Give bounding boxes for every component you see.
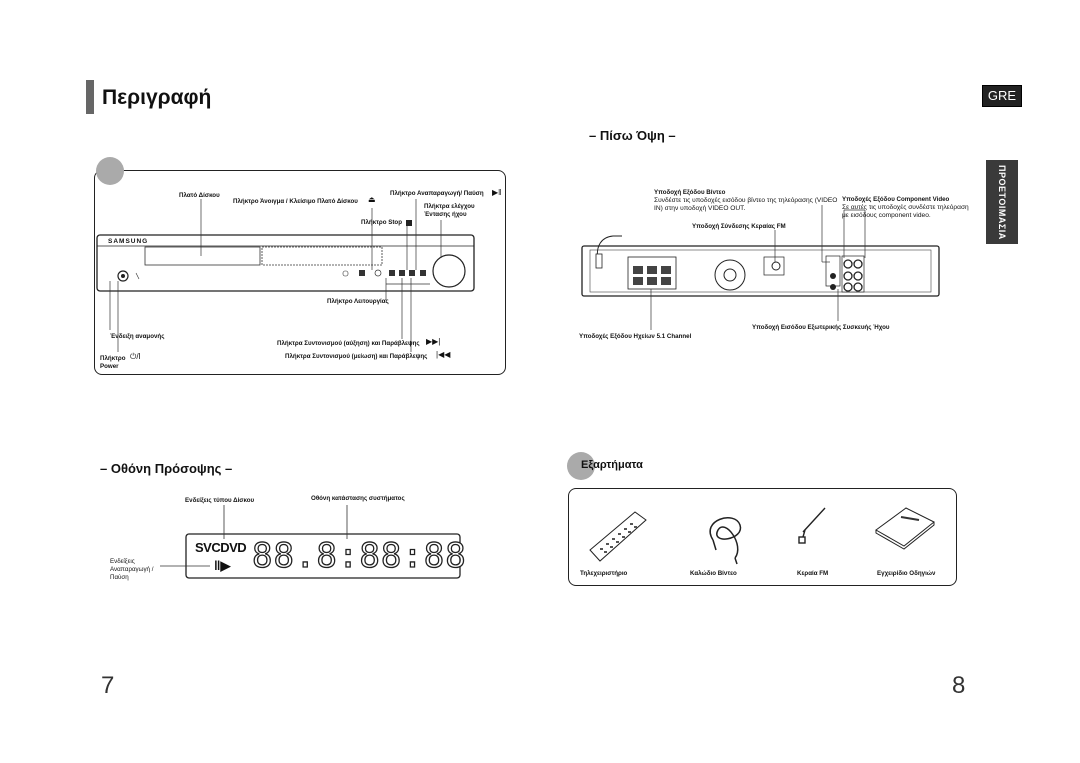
- accessory-label-manual: Εγχειρίδιο Οδηγιών: [877, 570, 936, 577]
- label-tuning-down: Πλήκτρα Συντονισμού (μείωση) και Παράβλε…: [285, 353, 428, 360]
- label-status: Οθόνη κατάστασης συστήματος: [311, 495, 405, 502]
- label-video-out-desc-1: Συνδέστε τις υποδοχές εισόδου βίντεο της…: [654, 197, 838, 204]
- label-power-2: Power: [100, 363, 119, 370]
- label-standby: Ένδειξη αναμονής: [110, 333, 165, 340]
- accessories-box: [568, 488, 957, 586]
- label-stop: Πλήκτρο Stop: [361, 219, 402, 226]
- rear-view-title: – Πίσω Όψη –: [589, 128, 676, 143]
- accessory-label-fm-antenna: Κεραία FM: [797, 570, 829, 577]
- label-component-title: Υποδοχές Εξόδου Component Video: [842, 196, 950, 203]
- manual-icon: [875, 507, 935, 550]
- label-fm: Υποδοχή Σύνδεσης Κεραίας FM: [692, 223, 786, 230]
- remote-control-icon: [589, 511, 647, 562]
- segment-display: 88.8:88:88: [251, 535, 467, 576]
- eject-icon: ⏏: [368, 195, 376, 204]
- fm-antenna-icon: [798, 507, 826, 544]
- accessories-title: Εξαρτήματα: [581, 459, 643, 471]
- skip-previous-icon: |◀◀: [436, 350, 451, 359]
- stop-icon: [406, 220, 412, 226]
- disc-type-indicator: SVCDVD: [195, 540, 247, 555]
- label-aux: Υποδοχή Εισόδου Εξωτερικής Συσκευής Ήχου: [752, 324, 890, 331]
- section-circle-marker: [96, 157, 124, 185]
- label-playpause-1: Ενδείξεις: [110, 558, 135, 565]
- label-tuning-up: Πλήκτρα Συντονισμού (αύξηση) και Παράβλε…: [277, 340, 420, 347]
- label-component-desc-2: με εισόδους component video.: [842, 212, 931, 219]
- label-disc-tray: Πλατό Δίσκου: [179, 192, 220, 199]
- label-video-out-desc-2: IN) στην υποδοχή VIDEO OUT.: [654, 205, 746, 212]
- video-cable-icon: [709, 517, 742, 565]
- label-speakers: Υποδοχές Εξόδου Ηχείων 5.1 Channel: [579, 333, 692, 340]
- accessory-label-remote: Τηλεχειριστήριο: [580, 570, 628, 577]
- label-volume-1: Πλήκτρα ελέγχου: [424, 203, 475, 210]
- skip-next-icon: ▶▶|: [426, 337, 441, 346]
- language-badge: GRE: [982, 85, 1022, 107]
- accessories-circle-marker: [567, 452, 595, 480]
- page-number-right: 8: [952, 672, 966, 699]
- page-number-left: 7: [101, 672, 115, 699]
- front-panel-box: [94, 170, 506, 375]
- brand-logo: SAMSUNG: [108, 238, 149, 245]
- page-title: Περιγραφή: [102, 86, 212, 109]
- side-tab-label: ΠΡΟΕΤΟΙΜΑΣΙΑ: [997, 164, 1007, 240]
- label-playpause-3: Παύση: [110, 574, 129, 581]
- label-playpause-2: Αναπαραγωγή /: [110, 566, 154, 573]
- label-function: Πλήκτρο Λειτουργίας: [327, 298, 389, 305]
- power-icon: ⏻/I: [130, 352, 141, 361]
- display-title: – Οθόνη Πρόσοψης –: [100, 461, 233, 476]
- label-volume-2: Έντασης ήχου: [424, 211, 467, 218]
- label-video-out-title: Υποδοχή Εξόδου Βίντεο: [654, 189, 726, 196]
- label-component-desc-1: Σε αυτές τις υποδοχές συνδέστε τηλεόραση: [842, 204, 969, 211]
- label-disc-type: Ενδείξεις τύπου Δίσκου: [185, 497, 255, 504]
- play-pause-indicator-icon: ‖▶: [214, 558, 231, 573]
- section-side-tab: ΠΡΟΕΤΟΙΜΑΣΙΑ: [986, 160, 1018, 244]
- label-open-close: Πλήκτρο Άνοιγμα / Κλείσιμο Πλατό Δίσκου: [233, 198, 358, 205]
- label-play-pause: Πλήκτρο Αναπαραγωγή/ Παύση: [390, 190, 484, 197]
- label-power-1: Πλήκτρο: [100, 355, 126, 362]
- play-pause-icon: ▶‖: [492, 188, 502, 197]
- title-accent-bar: [86, 80, 94, 114]
- accessory-label-video-cable: Καλώδιο Βίντεο: [690, 570, 737, 577]
